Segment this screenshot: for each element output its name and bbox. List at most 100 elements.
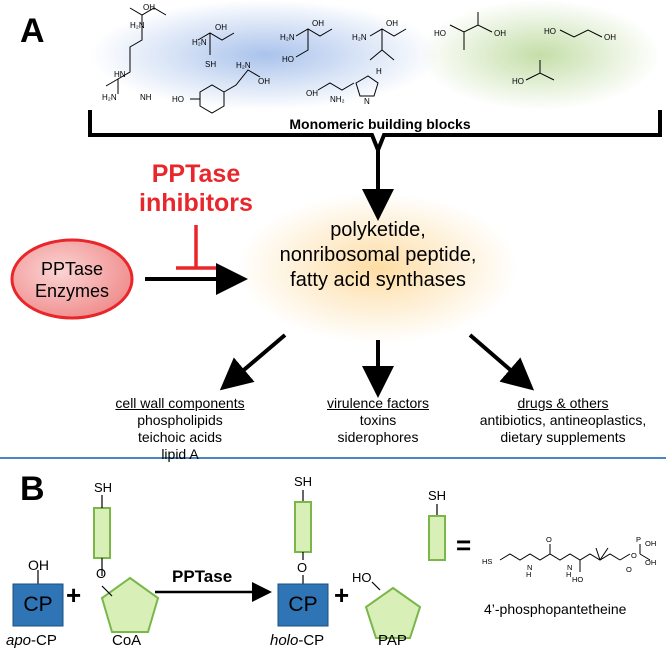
holo-cp-label: holo-CP: [270, 632, 324, 649]
svg-text:HO: HO: [572, 575, 583, 584]
svg-text:SH: SH: [205, 60, 216, 69]
product-title: virulence factors: [327, 395, 429, 411]
svg-text:OH: OH: [215, 23, 227, 32]
product-title: drugs & others: [517, 395, 609, 411]
apo-oh-label: OH: [28, 557, 49, 573]
inhibitor-line-2: inhibitors: [139, 189, 253, 217]
legend-pantetheine-arm: [428, 515, 446, 561]
svg-text:OH: OH: [386, 19, 398, 28]
building-blocks-label: Monomeric building blocks: [289, 116, 471, 132]
apo-prefix: apo: [6, 632, 32, 649]
panel-a-graphics: OH H₂N H NH₂ N NH OH H₂N SH OH H₂N HO OH H₂N HO H₂…: [0, 0, 666, 459]
coa-sh-label: SH: [94, 480, 113, 495]
pap-ho-label: HO: [352, 570, 372, 585]
product-item: teichoic acids: [137, 429, 223, 445]
product-title: cell wall components: [115, 395, 245, 411]
svg-text:P: P: [636, 535, 641, 544]
product-item: siderophores: [337, 429, 419, 445]
ppant-structure: [499, 544, 651, 572]
svg-text:H₂N: H₂N: [280, 33, 295, 42]
plus-sign-1: +: [66, 580, 82, 610]
arrow-to-drugs: [468, 333, 535, 391]
enzyme-line-1: PPTase: [40, 259, 104, 279]
svg-text:N: N: [527, 563, 532, 572]
svg-text:HO: HO: [434, 29, 446, 38]
product-item: toxins: [359, 412, 397, 428]
svg-text:HO: HO: [282, 55, 294, 64]
synthase-line-2: nonribosomal peptide,: [279, 244, 477, 266]
product-item: lipid A: [161, 446, 199, 462]
product-cell-wall: cell wall components phospholipids teich…: [95, 395, 265, 463]
holo-cp-box: [277, 583, 329, 627]
svg-text:H₂N: H₂N: [236, 61, 251, 70]
panel-b-label: B: [20, 470, 45, 508]
synthase-glow: [238, 193, 518, 343]
monomer-structures: [105, 7, 603, 114]
enzyme-line-2: Enzymes: [34, 281, 110, 301]
arrow-to-cell-wall: [219, 333, 287, 391]
enzyme-ellipse: [10, 238, 134, 320]
amino-acid-glow: [90, 0, 440, 110]
enzyme-label: PPTase Enzymes: [12, 258, 132, 302]
inhibitor-line-1: PPTase: [151, 160, 241, 188]
svg-text:HO: HO: [172, 95, 184, 104]
synthase-label: polyketide, nonribosomal peptide, fatty …: [248, 218, 508, 293]
svg-text:H₂N: H₂N: [130, 21, 145, 30]
plus-sign-2: +: [334, 580, 350, 610]
coa-o-label: O: [96, 566, 107, 581]
product-drugs: drugs & others antibiotics, antineoplast…: [460, 395, 666, 446]
product-item: dietary supplements: [500, 429, 626, 445]
pap-label: PAP: [378, 632, 407, 649]
inhibitor-label: PPTase inhibitors: [106, 160, 286, 218]
svg-text:OH: OH: [645, 558, 656, 567]
svg-text:HO: HO: [544, 27, 556, 36]
synthase-line-1: polyketide,: [330, 219, 426, 241]
apo-cp-text: CP: [23, 593, 53, 616]
svg-text:H: H: [526, 570, 531, 579]
holo-suffix: -CP: [298, 632, 325, 649]
holo-cp-text: CP: [288, 593, 318, 616]
product-item: antibiotics, antineoplastics,: [479, 412, 647, 428]
apo-suffix: -CP: [31, 632, 57, 649]
svg-text:OH: OH: [143, 3, 155, 12]
coa-label: CoA: [112, 632, 142, 649]
pap-ho-bond: [371, 581, 381, 591]
holo-sh-label: SH: [294, 474, 313, 489]
svg-text:O: O: [631, 551, 637, 560]
svg-text:N: N: [567, 563, 572, 572]
equals-sign: =: [456, 530, 472, 560]
synthase-line-3: fatty acid synthases: [290, 269, 466, 291]
holo-prefix: holo: [270, 632, 299, 649]
panel-a-label: A: [20, 12, 45, 50]
svg-text:N: N: [364, 97, 370, 106]
svg-text:OH: OH: [312, 19, 324, 28]
svg-text:H: H: [376, 67, 382, 76]
svg-text:OH: OH: [258, 77, 270, 86]
product-virulence: virulence factors toxins siderophores: [308, 395, 448, 446]
acid-glow: [420, 0, 660, 110]
pap-pentagon: [364, 586, 422, 639]
pptase-label: PPTase: [172, 567, 233, 586]
svg-text:H₂N: H₂N: [192, 38, 207, 47]
coa-pantetheine-arm: [93, 507, 111, 559]
svg-text:O: O: [626, 565, 632, 574]
svg-text:H: H: [566, 570, 571, 579]
coa-pentagon: [100, 576, 160, 633]
holo-o-label: O: [297, 560, 308, 575]
svg-text:OH: OH: [306, 89, 318, 98]
ppant-atom-labels: HS NH O NH HO O P OH OH O: [482, 535, 656, 584]
svg-text:NH: NH: [140, 93, 152, 102]
svg-text:HN: HN: [114, 70, 126, 79]
svg-text:NH₂: NH₂: [330, 95, 345, 104]
legend-sh-label: SH: [428, 488, 447, 503]
svg-text:OH: OH: [604, 33, 616, 42]
svg-text:OH: OH: [645, 539, 656, 548]
ppant-label: 4’-phosphopantetheine: [484, 601, 627, 617]
svg-text:O: O: [546, 535, 552, 544]
monomer-atom-labels: OH H₂N H NH₂ N NH OH H₂N SH OH H₂N HO OH H₂N HO H₂…: [102, 3, 616, 106]
apo-cp-label: apo-CP: [6, 632, 57, 649]
svg-text:H₂N: H₂N: [352, 33, 367, 42]
svg-text:OH: OH: [494, 29, 506, 38]
apo-cp-box: [12, 583, 64, 627]
svg-text:HO: HO: [512, 77, 524, 86]
